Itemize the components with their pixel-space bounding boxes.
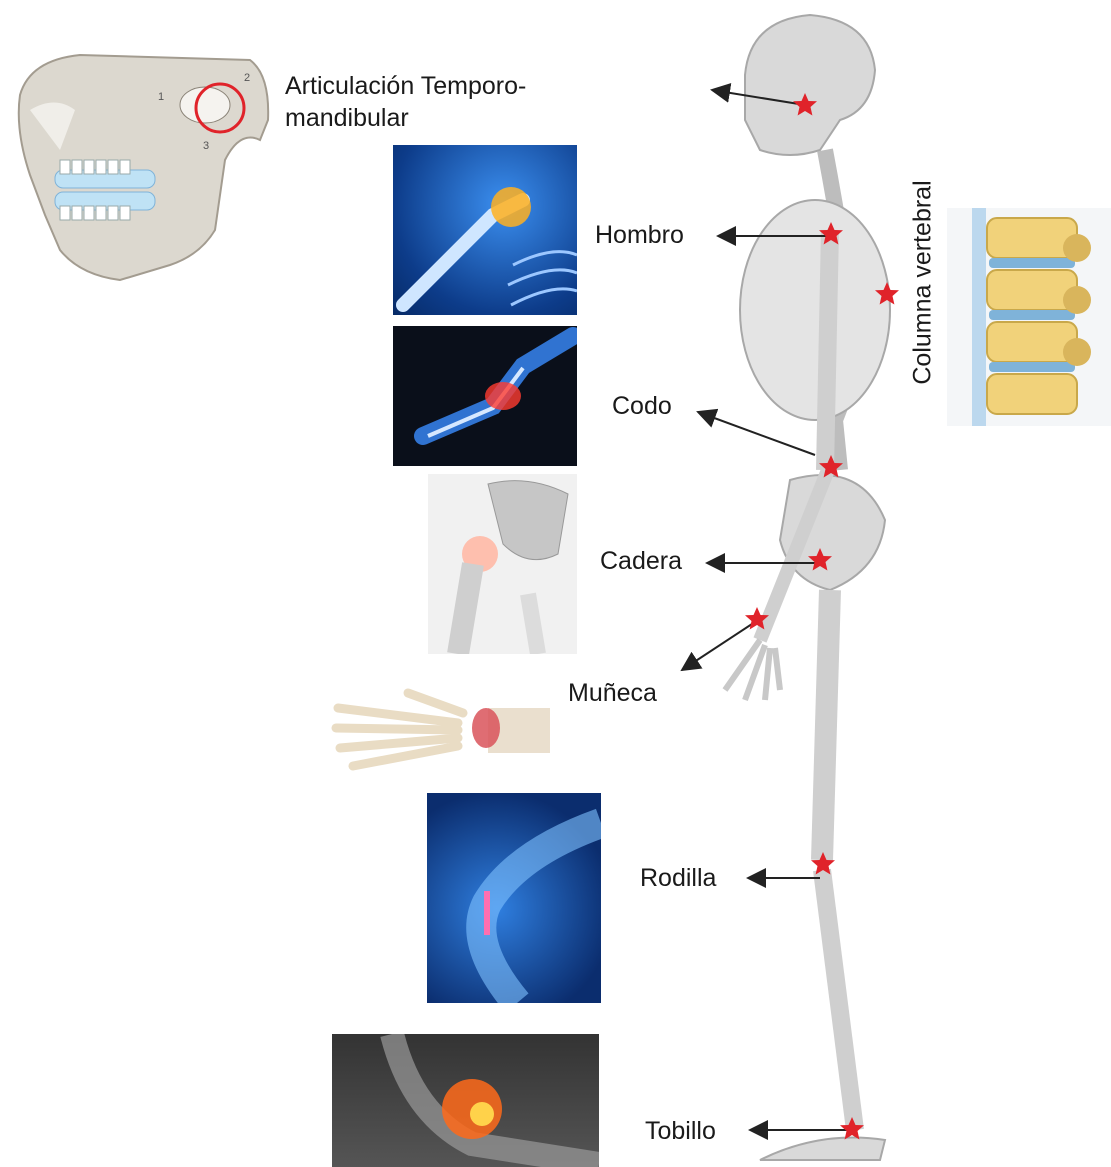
ankle-label: Tobillo bbox=[645, 1119, 716, 1144]
hip-label: Cadera bbox=[600, 549, 682, 574]
tmj-marker-star bbox=[793, 93, 817, 116]
elbow-marker-star bbox=[819, 455, 843, 478]
shoulder-marker-star bbox=[819, 222, 843, 245]
spine-marker-star bbox=[875, 282, 899, 305]
wrist-marker-star bbox=[745, 607, 769, 630]
tmj-label-line1: Articulación Temporo- bbox=[285, 74, 526, 99]
hip-marker-star bbox=[808, 548, 832, 571]
tmj-label-line2: mandibular bbox=[285, 106, 409, 131]
spine-label: Columna vertebral bbox=[911, 180, 936, 384]
knee-marker-star bbox=[811, 852, 835, 875]
ankle-marker-star bbox=[840, 1117, 864, 1140]
shoulder-label: Hombro bbox=[595, 223, 684, 248]
elbow-label: Codo bbox=[612, 394, 672, 419]
knee-label: Rodilla bbox=[640, 866, 716, 891]
wrist-label: Muñeca bbox=[568, 681, 657, 706]
